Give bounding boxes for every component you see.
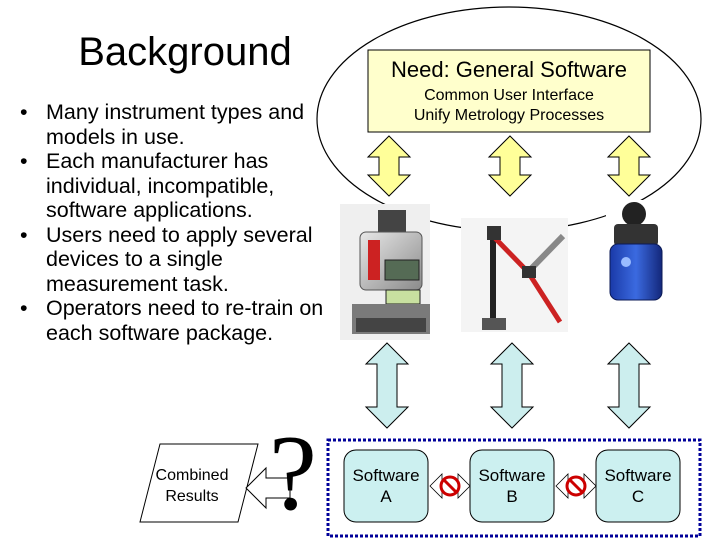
combined-results-label: Combined Results [140, 465, 244, 507]
double-arrow-down-a [364, 342, 410, 429]
double-arrow-up-a [366, 135, 412, 197]
bullet-item: Users need to apply several devices to a… [14, 223, 344, 297]
software-label-line: B [506, 487, 518, 506]
need-title: Need: General Software [390, 57, 628, 82]
software-c-label: Software C [599, 465, 677, 507]
combined-results-shape [139, 443, 259, 523]
portable-cmm-arm-image [461, 218, 568, 332]
double-arrow-down-c [606, 342, 652, 429]
software-b-label: Software B [473, 465, 551, 507]
need-line-2: Unify Metrology Processes [413, 107, 605, 124]
bullet-item: Operators need to re-train on each softw… [14, 296, 344, 345]
software-a-box [343, 449, 429, 523]
double-arrow-up-b [487, 135, 533, 197]
software-a-label: Software A [347, 465, 425, 507]
double-arrow-up-c [606, 135, 652, 197]
combined-line: Combined [155, 467, 229, 484]
software-label-line: Software [478, 466, 546, 485]
question-mark: ? [269, 414, 317, 533]
no-symbol-icon [439, 475, 461, 497]
combined-line: Results [165, 488, 219, 505]
laser-tracker-image [606, 200, 666, 304]
software-label-line: A [380, 487, 392, 506]
need-line-1: Common User Interface [424, 87, 594, 104]
bullet-item: Each manufacturer has individual, incomp… [14, 149, 344, 223]
need-box [367, 49, 651, 133]
software-label-line: Software [604, 466, 672, 485]
bullet-list: Many instrument types and models in use.… [14, 100, 344, 345]
combined-arrow [245, 466, 291, 510]
double-arrow-down-b [489, 342, 535, 429]
theodolite-image [340, 204, 430, 340]
no-symbol-icon [565, 475, 587, 497]
software-label-line: C [631, 487, 645, 506]
software-group-border [326, 438, 702, 538]
page-title: Background [78, 30, 292, 74]
software-label-line: Software [352, 466, 420, 485]
bullet-item: Many instrument types and models in use. [14, 100, 344, 149]
